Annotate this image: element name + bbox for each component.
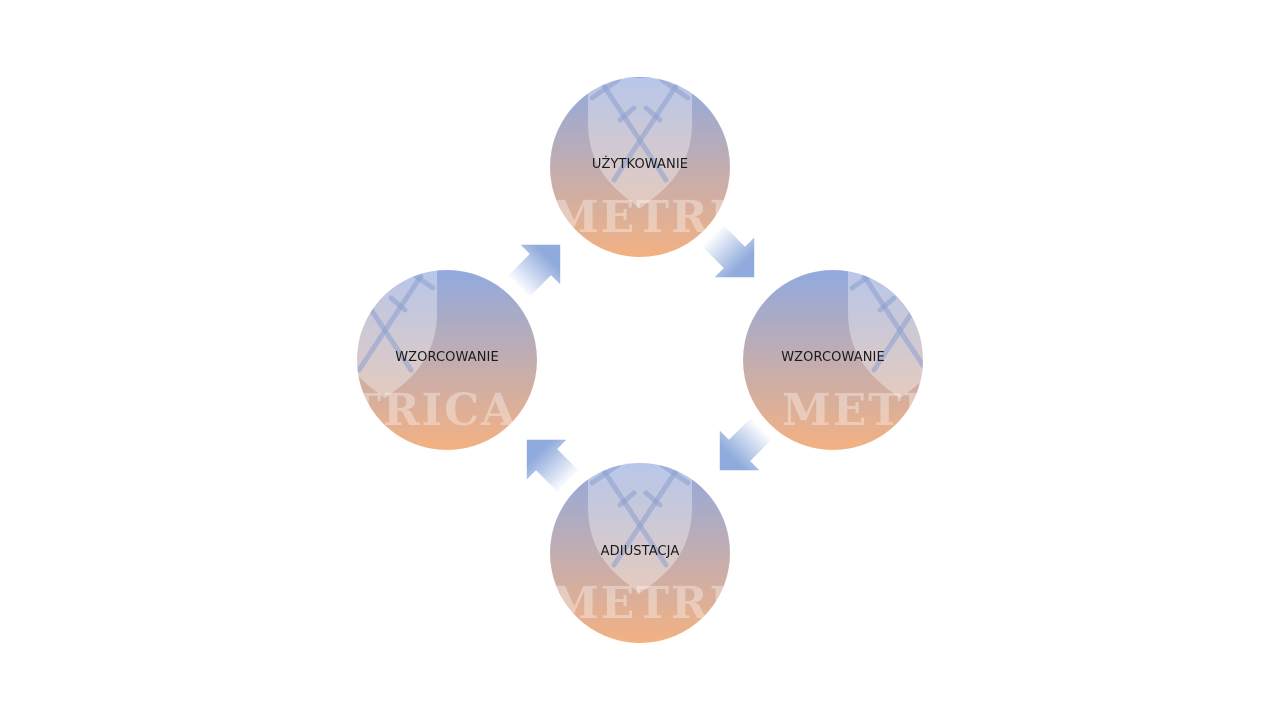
node-left-label: WZORCOWANIE	[395, 350, 499, 365]
node-top-label: UŻYTKOWANIE	[591, 157, 689, 172]
arrow-bottom-to-left	[506, 419, 588, 501]
arrow-left-to-top	[499, 224, 581, 306]
svg-text:METRICA: METRICA	[550, 578, 805, 629]
svg-text:METRICA: METRICA	[782, 385, 1037, 436]
svg-text:METRICA: METRICA	[550, 192, 805, 243]
node-bottom-label: ADIUSTACJA	[600, 544, 680, 559]
node-right-label: WZORCOWANIE	[781, 350, 885, 365]
svg-text:METRICA: METRICA	[262, 385, 517, 436]
cycle-arrows	[499, 216, 781, 501]
